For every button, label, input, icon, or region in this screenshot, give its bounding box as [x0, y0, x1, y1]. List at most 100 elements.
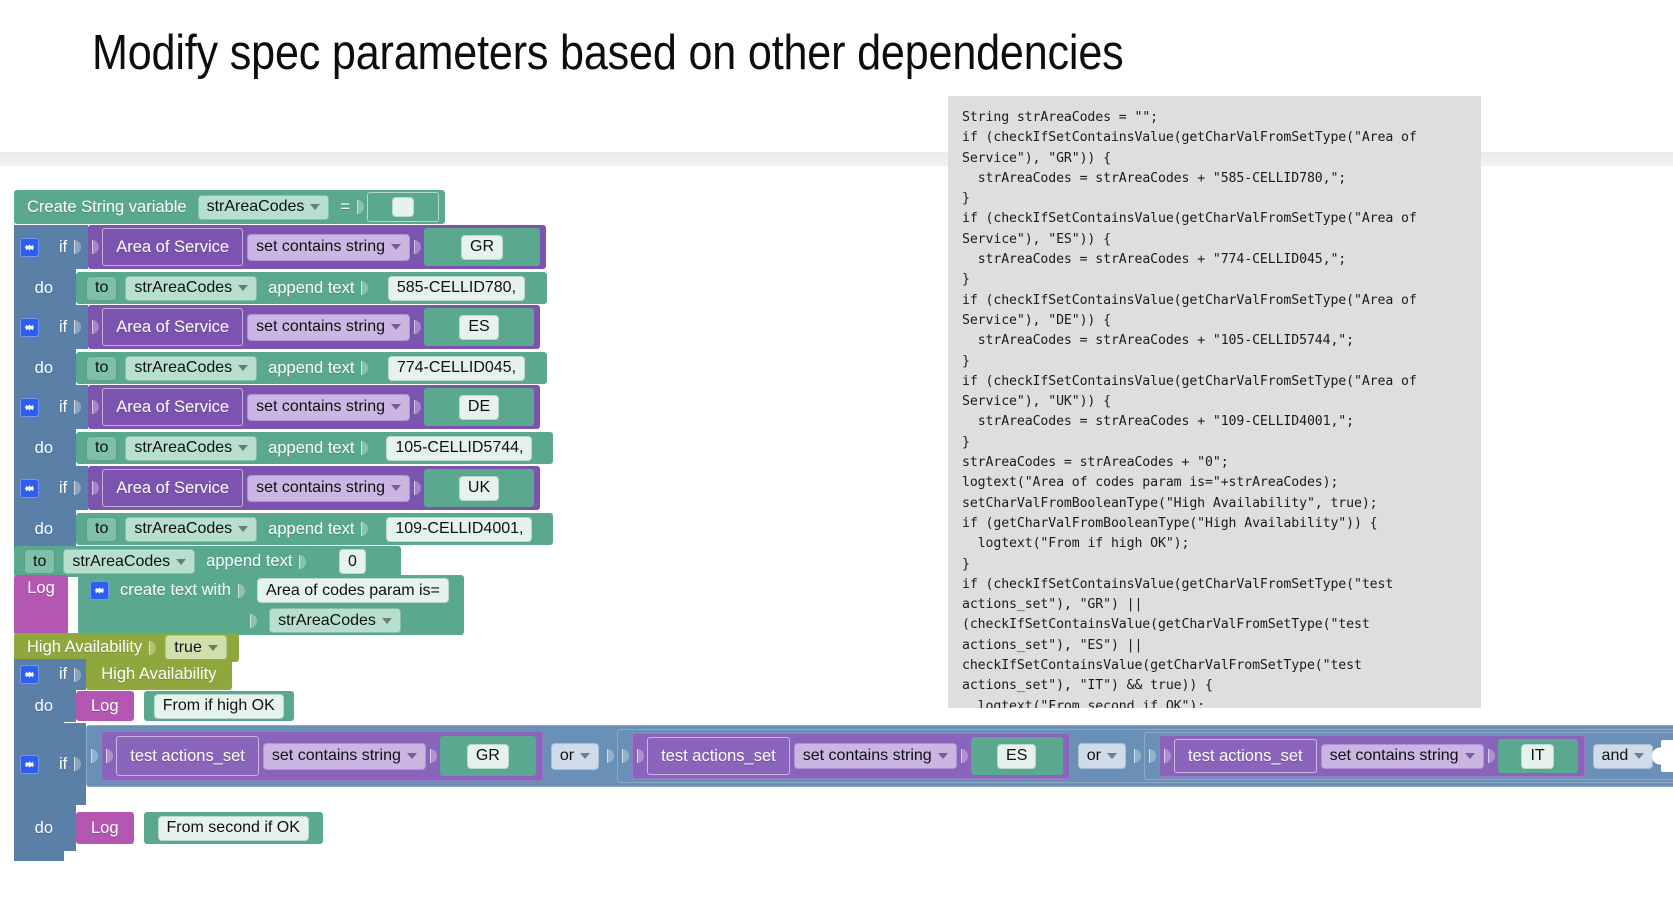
operator-dropdown[interactable]: set contains string [247, 313, 411, 341]
set-type-block-area-of-service[interactable]: Area of Service [102, 228, 244, 266]
gear-icon[interactable] [90, 581, 109, 600]
logic-operator-dropdown-and[interactable]: and [1592, 743, 1654, 769]
left-operand-socket[interactable] [92, 315, 102, 339]
string-block-zero[interactable]: 0 [309, 547, 396, 576]
string-block-uk[interactable]: UK [424, 469, 535, 507]
append-value-socket[interactable] [361, 517, 371, 541]
gear-icon[interactable] [20, 237, 39, 257]
boolean-dropdown[interactable]: true [165, 635, 227, 660]
boolean-value-socket[interactable] [149, 636, 159, 660]
block-set-contains-string-es[interactable]: Area of Service set contains string ES [88, 305, 541, 349]
block-append-text-774[interactable]: to strAreaCodes append text 774-CELLID04… [76, 352, 548, 384]
string-block-es-2[interactable]: ES [970, 737, 1063, 775]
block-create-string-variable[interactable]: Create String variable strAreaCodes = [14, 190, 446, 224]
string-block-de[interactable]: DE [424, 388, 535, 426]
left-operand-socket[interactable] [92, 395, 102, 419]
gear-icon[interactable] [20, 478, 39, 498]
block-if-area-of-service-uk[interactable]: if Area of Service set contains string U… [14, 466, 554, 548]
right-operand-value[interactable]: GR [461, 234, 504, 260]
string-block-from-if-high-ok[interactable]: From if high OK [143, 691, 294, 721]
block-set-contains-string-gr-2[interactable]: test actions_set set contains string GR [101, 731, 543, 781]
variable-dropdown[interactable]: strAreaCodes [269, 608, 401, 633]
append-value-socket[interactable] [361, 436, 371, 460]
left-operand-socket[interactable] [637, 744, 647, 768]
logic-operator-dropdown-or-1[interactable]: or [550, 742, 600, 770]
operator-dropdown[interactable]: set contains string [1320, 743, 1484, 769]
right-operand-socket[interactable] [414, 235, 424, 259]
right-operand-value[interactable]: UK [458, 475, 500, 501]
append-value-socket[interactable] [361, 356, 371, 380]
boolean-block-true[interactable]: true [159, 633, 233, 662]
string-block-it[interactable]: IT [1497, 739, 1578, 773]
variable-dropdown[interactable]: strAreaCodes [125, 435, 258, 461]
block-append-text-zero[interactable]: to strAreaCodes append text 0 [14, 546, 402, 577]
logic-operation-inner[interactable]: test actions_set set contains string ES [617, 729, 1673, 783]
string-block-value[interactable]: 774-CELLID045, [371, 353, 542, 383]
block-append-text-585[interactable]: to strAreaCodes append text 585-CELLID78… [76, 272, 548, 304]
block-set-contains-string-gr[interactable]: Area of Service set contains string GR [88, 225, 547, 269]
operator-dropdown[interactable]: set contains string [793, 743, 957, 769]
right-operand-socket[interactable] [414, 476, 424, 500]
condition-socket[interactable] [74, 235, 84, 259]
block-if-area-of-service-es[interactable]: if Area of Service set contains string E… [14, 305, 548, 387]
logic-operator-dropdown-or-2[interactable]: or [1077, 743, 1126, 769]
right-operand-socket[interactable] [1488, 744, 1498, 768]
operand-a-socket[interactable] [1149, 744, 1159, 768]
operand-a-socket[interactable] [622, 744, 632, 768]
string-text-field[interactable] [392, 197, 415, 217]
condition-socket[interactable] [74, 663, 84, 687]
set-type-block-test-actions-set[interactable]: test actions_set [116, 736, 259, 776]
string-block-value[interactable]: 585-CELLID780, [371, 273, 542, 303]
variable-dropdown[interactable]: strAreaCodes [125, 275, 258, 301]
block-set-contains-string-de[interactable]: Area of Service set contains string DE [88, 385, 541, 429]
text-value[interactable]: Area of codes param is= [257, 578, 449, 603]
variable-dropdown-strareacodes[interactable]: strAreaCodes [197, 194, 330, 220]
right-operand-value[interactable]: ES [997, 743, 1037, 769]
empty-string-value-block[interactable] [367, 192, 440, 222]
right-operand-value[interactable]: IT [1521, 743, 1554, 769]
string-block-area-of-codes[interactable]: Area of codes param is= [247, 576, 458, 605]
right-operand-value[interactable]: ES [459, 314, 499, 340]
right-operand-value[interactable]: GR [466, 743, 509, 769]
block-if-area-of-service-gr[interactable]: if Area of Service set contains string G… [14, 225, 548, 307]
append-value[interactable]: 774-CELLID045, [387, 355, 526, 381]
append-value[interactable]: 0 [338, 549, 366, 574]
value-socket[interactable] [357, 195, 367, 219]
condition-socket[interactable] [74, 315, 84, 339]
append-value-socket[interactable] [361, 276, 371, 300]
string-block-gr-2[interactable]: GR [439, 736, 536, 776]
gear-icon[interactable] [20, 317, 39, 337]
set-type-block-test-actions-set[interactable]: test actions_set [647, 737, 790, 775]
set-type-block-area-of-service[interactable]: Area of Service [102, 308, 244, 346]
logic-operation-innermost[interactable]: test actions_set set contains string IT [1143, 732, 1673, 780]
block-log[interactable]: Log [76, 812, 134, 844]
operator-dropdown[interactable]: set contains string [247, 474, 411, 502]
right-operand-socket[interactable] [430, 744, 440, 768]
right-operand-socket[interactable] [961, 744, 971, 768]
gear-icon[interactable] [20, 397, 39, 417]
block-get-high-availability[interactable]: High Availability [86, 659, 232, 690]
text-item-socket-2[interactable] [250, 609, 260, 633]
operand-b-socket[interactable] [607, 744, 617, 768]
block-set-high-availability[interactable]: High Availability true [14, 633, 239, 662]
right-operand-socket[interactable] [414, 395, 424, 419]
left-operand-socket[interactable] [106, 744, 116, 768]
block-if-high-availability[interactable]: if High Availability do Log From if high… [14, 659, 294, 730]
variable-dropdown[interactable]: strAreaCodes [125, 355, 258, 381]
block-if-test-actions-set[interactable]: if test actions_set set contains string [14, 723, 1673, 861]
gear-icon[interactable] [20, 665, 39, 684]
operator-dropdown[interactable]: set contains string [262, 742, 426, 770]
right-operand-socket[interactable] [414, 315, 424, 339]
left-operand-socket[interactable] [1164, 744, 1174, 768]
log-text[interactable]: From if high OK [153, 693, 284, 719]
string-block-es[interactable]: ES [424, 308, 535, 346]
log-value-socket[interactable] [134, 816, 144, 840]
append-value-socket[interactable] [299, 550, 309, 574]
log-text[interactable]: From second if OK [157, 815, 309, 841]
left-operand-socket[interactable] [92, 476, 102, 500]
condition-socket[interactable] [74, 476, 84, 500]
operator-dropdown[interactable]: set contains string [247, 393, 411, 421]
empty-operand-socket[interactable] [1661, 740, 1673, 772]
condition-socket[interactable] [74, 752, 84, 776]
set-type-block-test-actions-set[interactable]: test actions_set [1173, 739, 1317, 773]
